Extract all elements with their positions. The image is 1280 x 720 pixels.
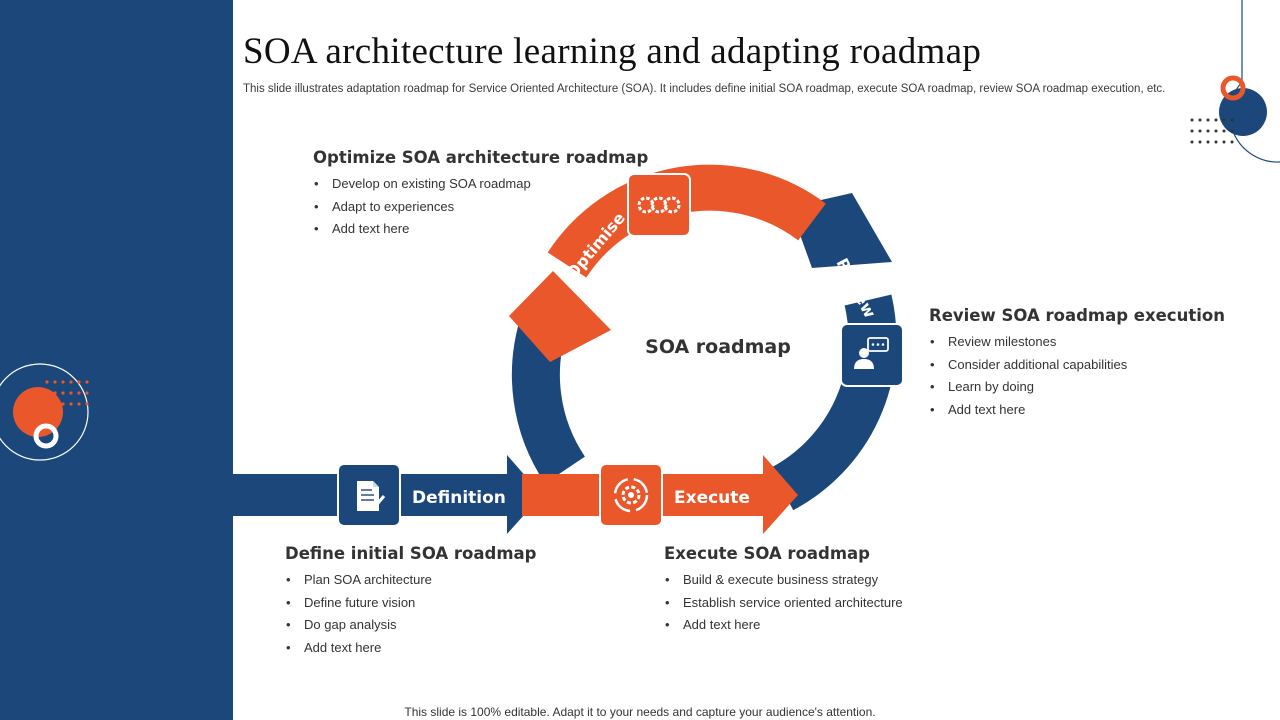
execute-bullets: Build & execute business strategy Establ… bbox=[664, 569, 903, 637]
optimize-section: Optimize SOA architecture roadmap Develo… bbox=[313, 148, 648, 241]
list-item: Plan SOA architecture bbox=[285, 569, 536, 592]
optimise-arrowhead bbox=[509, 271, 611, 362]
execute-arrowhead bbox=[763, 455, 798, 534]
review-section: Review SOA roadmap execution Review mile… bbox=[929, 306, 1225, 421]
center-label: SOA roadmap bbox=[645, 336, 791, 358]
define-bullets: Plan SOA architecture Define future visi… bbox=[285, 569, 536, 659]
optimize-bullets: Develop on existing SOA roadmap Adapt to… bbox=[313, 173, 648, 241]
list-item: Define future vision bbox=[285, 592, 536, 615]
stage-label-definition: Definition bbox=[412, 488, 506, 508]
list-item: Develop on existing SOA roadmap bbox=[313, 173, 648, 196]
gear-cycle-icon bbox=[599, 463, 663, 527]
page-subtitle: This slide illustrates adaptation roadma… bbox=[243, 83, 1166, 95]
list-item: Learn by doing bbox=[929, 376, 1225, 399]
list-item: Add text here bbox=[664, 614, 903, 637]
review-heading: Review SOA roadmap execution bbox=[929, 306, 1225, 325]
footer-note: This slide is 100% editable. Adapt it to… bbox=[404, 705, 876, 719]
page-title: SOA architecture learning and adapting r… bbox=[243, 31, 982, 72]
left-decoration bbox=[0, 363, 89, 461]
document-pen-icon bbox=[337, 463, 401, 527]
top-right-decoration bbox=[1190, 0, 1280, 163]
list-item: Adapt to experiences bbox=[313, 196, 648, 219]
execute-heading: Execute SOA roadmap bbox=[664, 544, 870, 563]
list-item: Add text here bbox=[313, 218, 648, 241]
define-heading: Define initial SOA roadmap bbox=[285, 544, 537, 563]
list-item: Consider additional capabilities bbox=[929, 354, 1225, 377]
list-item: Build & execute business strategy bbox=[664, 569, 903, 592]
list-item: Add text here bbox=[929, 399, 1225, 422]
list-item: Do gap analysis bbox=[285, 614, 536, 637]
optimize-heading: Optimize SOA architecture roadmap bbox=[313, 148, 649, 167]
review-bullets: Review milestones Consider additional ca… bbox=[929, 331, 1225, 421]
list-item: Review milestones bbox=[929, 331, 1225, 354]
list-item: Add text here bbox=[285, 637, 536, 660]
list-item: Establish service oriented architecture bbox=[664, 592, 903, 615]
presenter-chat-icon bbox=[840, 323, 904, 387]
stage-label-execute: Execute bbox=[674, 488, 750, 508]
execute-section: Execute SOA roadmap Build & execute busi… bbox=[664, 544, 903, 637]
define-section: Define initial SOA roadmap Plan SOA arch… bbox=[285, 544, 536, 659]
left-accent-band bbox=[0, 0, 233, 720]
